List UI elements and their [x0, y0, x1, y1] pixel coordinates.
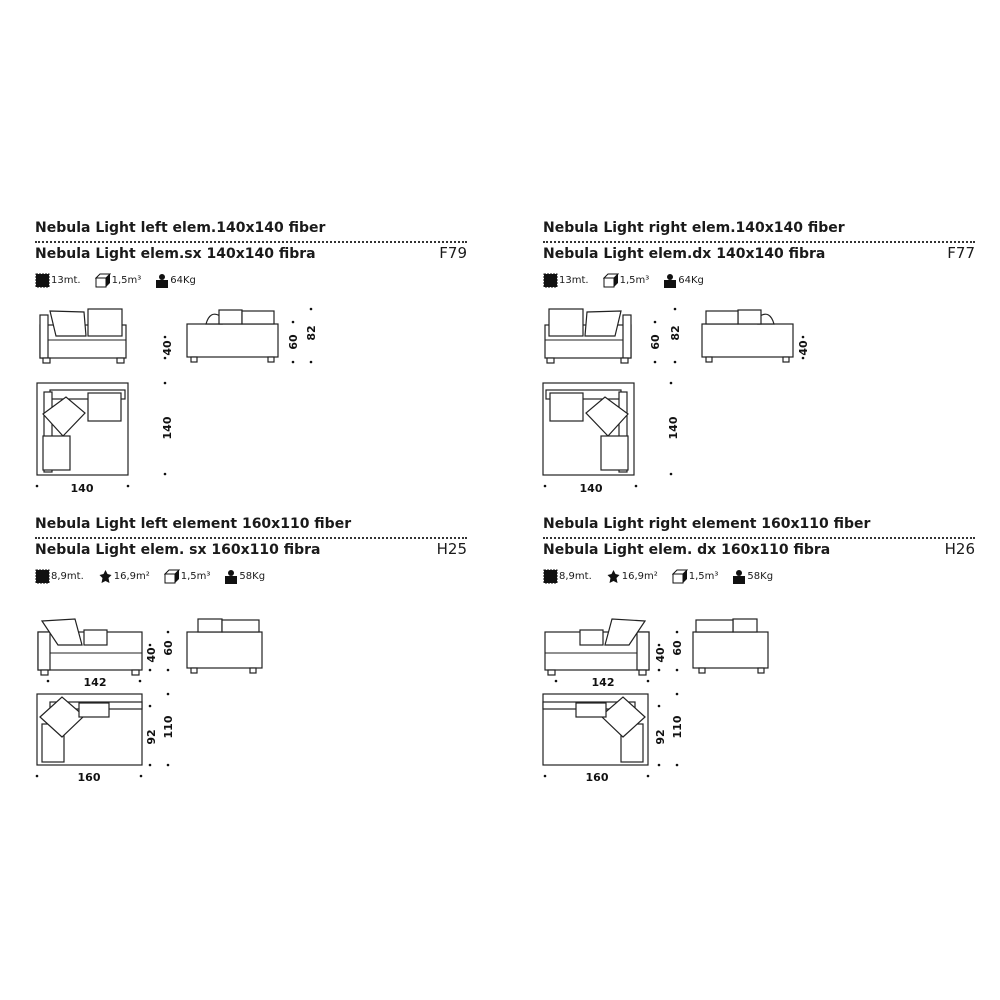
cube-icon: [602, 273, 619, 288]
dimensions-h26: 40 60 142 92 110 160: [543, 630, 684, 784]
side-view-f79: [186, 309, 279, 363]
divider: [543, 537, 975, 539]
leather-hide-icon: [607, 570, 620, 583]
dimensions-f79: 40 60 82 140 140: [35, 307, 318, 495]
title-english: Nebula Light left elem.140x140 fiber: [35, 220, 326, 236]
svg-text:40: 40: [654, 647, 667, 663]
svg-text:140: 140: [580, 482, 603, 495]
leather-hide-icon: [99, 570, 112, 583]
leather-value: 16,9m²: [621, 571, 658, 582]
svg-text:140: 140: [161, 416, 174, 439]
volume-value: 1,5m³: [111, 275, 142, 286]
dimensions-f77: 60 82 40 140 140: [543, 307, 810, 495]
svg-text:40: 40: [161, 340, 174, 356]
weight-icon: [733, 570, 746, 584]
fabric-icon: [35, 273, 50, 288]
svg-text:60: 60: [671, 640, 684, 656]
divider: [35, 537, 467, 539]
svg-text:40: 40: [797, 340, 810, 356]
svg-text:110: 110: [671, 715, 684, 738]
front-view-f77: [544, 308, 632, 364]
svg-text:92: 92: [145, 729, 158, 744]
cube-icon: [671, 569, 688, 584]
front-view-h26: [544, 618, 650, 676]
title-english: Nebula Light right element 160x110 fiber: [543, 516, 871, 532]
svg-text:60: 60: [649, 334, 662, 350]
divider: [543, 241, 975, 243]
plan-view-h26: [542, 693, 649, 766]
volume-value: 1,5m³: [688, 571, 719, 582]
svg-text:140: 140: [71, 482, 94, 495]
fabric-value: 8,9mt.: [51, 571, 84, 582]
specs: 13mt. 1,5m³ 64Kg: [35, 273, 196, 288]
title-italian: Nebula Light elem.dx 140x140 fibra: [543, 246, 826, 262]
title-english: Nebula Light left element 160x110 fiber: [35, 516, 352, 532]
side-view-f77: [701, 309, 794, 363]
svg-text:110: 110: [162, 715, 175, 738]
weight-icon: [664, 274, 677, 288]
specs: 8,9mt. 16,9m² 1,5m³ 58Kg: [543, 569, 773, 584]
specs: 8,9mt. 16,9m² 1,5m³ 58Kg: [35, 569, 265, 584]
fabric-value: 13mt.: [51, 275, 81, 286]
svg-text:140: 140: [667, 416, 680, 439]
weight-value: 64Kg: [678, 275, 704, 286]
svg-text:60: 60: [287, 334, 300, 350]
svg-text:160: 160: [78, 771, 101, 784]
volume-value: 1,5m³: [180, 571, 211, 582]
front-view-f79: [39, 308, 127, 364]
fabric-icon: [543, 273, 558, 288]
weight-value: 58Kg: [239, 571, 266, 582]
svg-text:82: 82: [305, 325, 318, 340]
product-code: H26: [944, 540, 975, 558]
title-italian: Nebula Light elem. dx 160x110 fibra: [543, 542, 831, 558]
side-view-h26: [692, 618, 769, 674]
product-code: F79: [439, 244, 467, 262]
fabric-icon: [543, 569, 558, 584]
weight-value: 64Kg: [170, 275, 196, 286]
side-view-h25: [186, 618, 263, 674]
plan-view-f77: [542, 382, 635, 476]
svg-text:82: 82: [669, 325, 682, 340]
fabric-value: 8,9mt.: [559, 571, 592, 582]
plan-view-h25: [36, 693, 143, 766]
plan-view-f79: [36, 382, 129, 476]
svg-text:92: 92: [654, 729, 667, 744]
product-code: F77: [947, 244, 975, 262]
weight-icon: [156, 274, 169, 288]
front-view-h25: [37, 618, 143, 676]
svg-text:60: 60: [162, 640, 175, 656]
fabric-value: 13mt.: [559, 275, 589, 286]
specs: 13mt. 1,5m³ 64Kg: [543, 273, 704, 288]
title-english: Nebula Light right elem.140x140 fiber: [543, 220, 845, 236]
dimensions-h25: 40 60 142 92 110 160: [35, 630, 175, 784]
volume-value: 1,5m³: [619, 275, 650, 286]
weight-value: 58Kg: [747, 571, 774, 582]
divider: [35, 241, 467, 243]
svg-text:142: 142: [592, 676, 615, 689]
leather-value: 16,9m²: [113, 571, 150, 582]
weight-icon: [225, 570, 238, 584]
svg-text:40: 40: [145, 647, 158, 663]
title-italian: Nebula Light elem. sx 160x110 fibra: [35, 542, 321, 558]
cube-icon: [94, 273, 111, 288]
svg-text:160: 160: [586, 771, 609, 784]
fabric-icon: [35, 569, 50, 584]
cube-icon: [163, 569, 180, 584]
svg-text:142: 142: [84, 676, 107, 689]
product-code: H25: [436, 540, 467, 558]
title-italian: Nebula Light elem.sx 140x140 fibra: [35, 246, 316, 262]
